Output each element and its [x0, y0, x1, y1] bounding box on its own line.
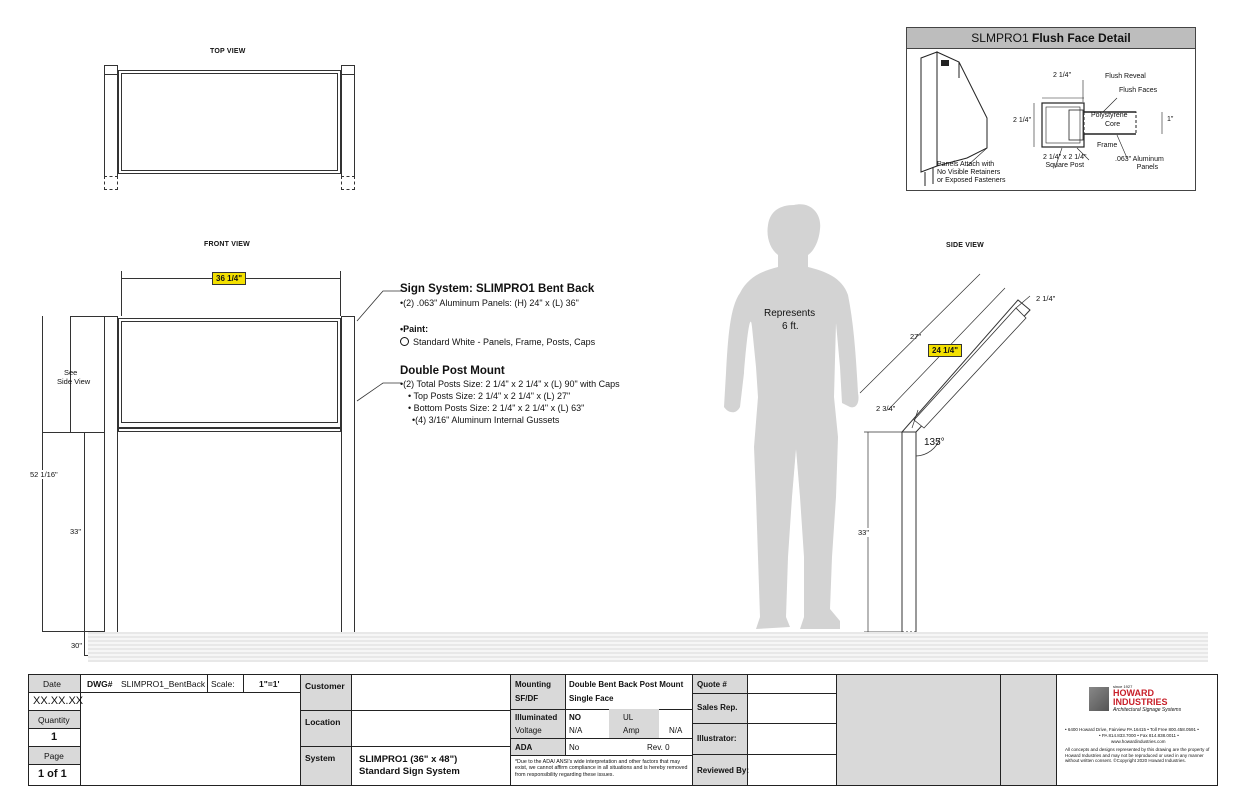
system-value-1: SLIMPRO1 (36" x 48") — [359, 754, 458, 765]
front-view-title: FRONT VIEW — [204, 241, 250, 248]
detail-diagram — [920, 51, 1163, 186]
company-since: since 1927 — [1113, 684, 1133, 689]
ada-label: ADA — [515, 743, 533, 752]
illuminated-label: Illuminated — [515, 713, 558, 722]
system-label: System — [305, 753, 336, 763]
mounting-value: Double Bent Back Post Mount — [569, 680, 684, 689]
ada-disclaimer: *Due to the ADA/ ANSI's wide interpretat… — [515, 759, 688, 778]
sign-panels-spec: (2) .063" Aluminum Panels: (H) 24" x (L)… — [403, 298, 579, 308]
detail-dim-top: 2 1/4" — [1053, 72, 1072, 79]
detail-flush-reveal: Flush Reveal — [1105, 73, 1146, 80]
side-panel-dimension: 24 1/4" — [928, 344, 963, 357]
company-name-1: HOWARD — [1113, 688, 1154, 698]
front-width-dimension: 36 1/4" — [212, 272, 247, 285]
detail-square-post-2: Square Post — [1045, 162, 1085, 169]
howard-logo-mark — [1089, 687, 1109, 711]
circle-icon — [400, 337, 409, 346]
date-value: XX.XX.XX — [33, 695, 84, 707]
side-view-drawing — [859, 273, 1031, 657]
spec-notes: Sign System: SLIMPRO1 Bent Back •(2) .06… — [400, 283, 700, 426]
detail-alum-2: Panels — [1136, 164, 1159, 171]
paint-title: Paint: — [403, 324, 429, 334]
voltage-label: Voltage — [515, 726, 542, 735]
company-legal: All concepts and designs represented by … — [1065, 747, 1210, 764]
location-label: Location — [305, 717, 341, 727]
title-block: Date XX.XX.XX Quantity 1 Page 1 of 1 DWG… — [28, 674, 1218, 786]
company-address-1: • 6400 Howard Drive, Fairview PA 16415 •… — [1065, 727, 1199, 732]
detail-flush-faces: Flush Faces — [1119, 87, 1158, 94]
page-value: 1 of 1 — [38, 768, 67, 780]
detail-alum-1: .063" Aluminum — [1115, 156, 1164, 163]
system-value-2: Standard Sign System — [359, 766, 460, 777]
lower-height-dimension: 33" — [70, 527, 82, 536]
voltage-value: N/A — [569, 726, 583, 735]
detail-dim-right: 1" — [1167, 116, 1174, 123]
mounting-label: Mounting — [515, 680, 551, 689]
dwg-value: SLIMPRO1_BentBack — [121, 679, 206, 689]
flush-face-detail-box: SLMPRO1 Flush Face Detail 2 1/4" Flush R… — [906, 27, 1196, 191]
see-side-line1: See — [64, 368, 78, 377]
mount-title: Double Post Mount — [400, 365, 505, 377]
sfdf-label: SF/DF — [515, 694, 539, 703]
sign-system-title: Sign System: SLIMPRO1 Bent Back — [400, 283, 595, 295]
detail-square-post-1: 2 1/4" x 2 1/4" — [1043, 154, 1087, 161]
reviewed-by-label: Reviewed By: — [697, 766, 750, 775]
side-offset-dimension: 2 3/4" — [876, 404, 896, 413]
side-length-total: 27" — [910, 332, 922, 341]
ul-label: UL — [623, 713, 634, 722]
detail-panels-attach-2: No Visible Retainers — [937, 169, 1001, 176]
human-label-line2: 6 ft. — [782, 321, 799, 332]
total-height-dimension: 52 1/16" — [30, 470, 58, 479]
page-label: Page — [44, 751, 64, 761]
top-view-title: TOP VIEW — [210, 48, 246, 55]
illuminated-value: NO — [569, 713, 581, 722]
company-website: www.howardindustries.com — [1111, 739, 1166, 744]
company-tagline: Architectural Signage Systems — [1113, 707, 1182, 713]
dwg-label: DWG# — [87, 679, 113, 689]
date-label: Date — [43, 679, 61, 689]
mount-item-2: Bottom Posts Size: 2 1/4" x 2 1/4" x (L)… — [413, 403, 585, 413]
mount-item-1: Top Posts Size: 2 1/4" x 2 1/4" x (L) 27… — [413, 391, 571, 401]
customer-label: Customer — [305, 681, 345, 691]
detail-title-bold: Flush Face Detail — [1032, 31, 1131, 45]
sales-rep-label: Sales Rep. — [697, 703, 738, 712]
amp-value: N/A — [669, 726, 683, 735]
detail-title-plain: SLMPRO1 — [971, 31, 1029, 45]
detail-core: Core — [1105, 121, 1121, 128]
ground-band — [88, 632, 1208, 662]
quote-label: Quote # — [697, 680, 727, 689]
human-scale-figure — [724, 204, 859, 630]
rev-value: Rev. 0 — [647, 743, 670, 752]
human-label-line1: Represents — [764, 308, 816, 319]
sfdf-value: Single Face — [569, 694, 614, 703]
scale-label: Scale: — [211, 679, 235, 689]
amp-label: Amp — [623, 726, 640, 735]
company-name-2: INDUSTRIES — [1113, 697, 1168, 707]
detail-frame: Frame — [1097, 142, 1118, 149]
side-view-title: SIDE VIEW — [946, 242, 984, 249]
see-side-line2: Side View — [57, 377, 91, 386]
detail-panels-attach-1: Panels Attach with — [937, 161, 995, 168]
side-lower-height: 33" — [858, 528, 870, 537]
quantity-label: Quantity — [38, 715, 70, 725]
bury-depth-dimension: 30" — [71, 641, 83, 650]
scale-value: 1"=1' — [259, 679, 280, 689]
ada-value: No — [569, 743, 580, 752]
detail-panels-attach-3: or Exposed Fasteners — [937, 177, 1006, 184]
mount-item-3: (4) 3/16" Aluminum Internal Gussets — [415, 415, 560, 425]
detail-dim-left: 2 1/4" — [1013, 117, 1032, 124]
side-angle: 135° — [924, 437, 945, 448]
mount-item-0: (2) Total Posts Size: 2 1/4" x 2 1/4" x … — [403, 379, 620, 389]
leader-lines — [356, 290, 401, 402]
company-address-2: • PA 814.833.7000 • Fax 814.838.0011 • — [1099, 733, 1179, 738]
detail-polystyrene: Polystyrene — [1091, 112, 1128, 119]
paint-item: Standard White - Panels, Frame, Posts, C… — [413, 337, 596, 347]
illustrator-label: Illustrator: — [697, 734, 737, 743]
quantity-value: 1 — [51, 731, 58, 743]
side-post-width: 2 1/4" — [1036, 294, 1056, 303]
